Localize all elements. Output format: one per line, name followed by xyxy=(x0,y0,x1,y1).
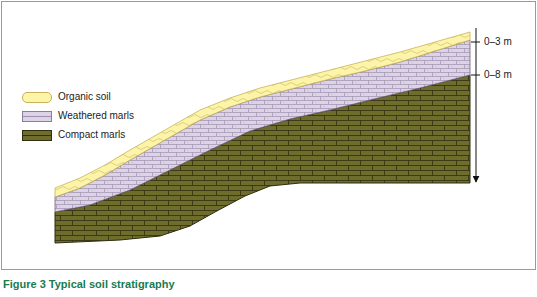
legend-swatch xyxy=(22,111,52,122)
figure-caption: Figure 3 Typical soil stratigraphy xyxy=(3,277,175,291)
depth-tick xyxy=(471,75,480,76)
organic-soil-layer xyxy=(55,32,470,197)
legend-swatch xyxy=(22,130,52,141)
legend-swatch xyxy=(22,92,52,103)
depth-label: 0–8 m xyxy=(484,69,512,81)
depth-tick xyxy=(471,42,480,43)
legend-text: Compact marls xyxy=(58,129,125,141)
depth-label: 0–3 m xyxy=(484,36,512,48)
frame xyxy=(2,2,536,270)
depth-arrow xyxy=(476,28,477,182)
legend-text: Weathered marls xyxy=(58,110,134,122)
weathered-marls-layer xyxy=(55,40,470,212)
legend-text: Organic soil xyxy=(58,91,111,103)
